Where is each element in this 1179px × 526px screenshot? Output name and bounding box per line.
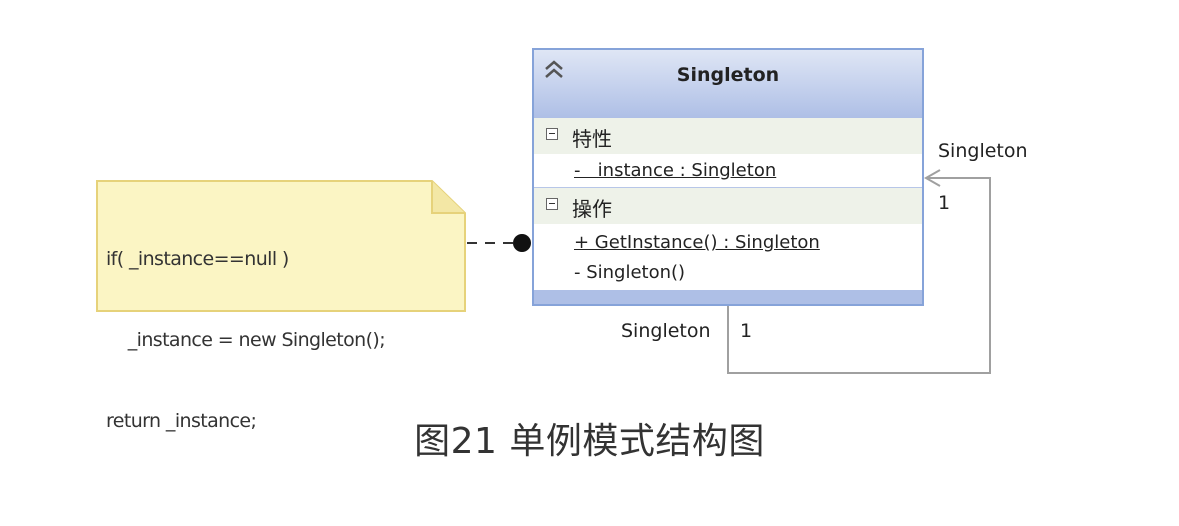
- right-multiplicity-label: 1: [938, 192, 951, 214]
- class-header: Singleton: [534, 50, 922, 119]
- attributes-section-header[interactable]: 特性: [534, 118, 922, 154]
- operation-getinstance[interactable]: + GetInstance() : Singleton: [574, 232, 820, 253]
- right-role-label: Singleton: [938, 140, 1028, 162]
- collapse-chevron-up-icon[interactable]: [542, 58, 566, 82]
- bottom-multiplicity-label: 1: [740, 320, 753, 342]
- singleton-class[interactable]: Singleton 特性 - instance : Singleton 操作 +…: [532, 48, 924, 306]
- bottom-role-label: Singleton: [621, 320, 711, 342]
- note-shape: [96, 180, 466, 312]
- operations-title: 操作: [572, 197, 612, 221]
- operations-section-header[interactable]: 操作: [534, 188, 922, 224]
- note-anchor-dot: [513, 234, 531, 252]
- figure-caption: 图21 单例模式结构图: [414, 421, 765, 462]
- code-note[interactable]: if( _instance==null ) _instance = new Si…: [96, 180, 466, 432]
- class-name: Singleton: [676, 64, 780, 86]
- section-divider: [534, 187, 922, 188]
- association-arrowhead: [923, 169, 941, 187]
- collapse-minus-icon[interactable]: [546, 128, 558, 140]
- collapse-minus-icon[interactable]: [546, 198, 558, 210]
- note-line: _instance = new Singleton();: [106, 329, 386, 351]
- note-line: if( _instance==null ): [106, 248, 289, 270]
- operation-constructor[interactable]: - Singleton(): [574, 262, 686, 283]
- note-text: if( _instance==null ) _instance = new Si…: [106, 192, 386, 489]
- attribute-instance[interactable]: - instance : Singleton: [574, 160, 777, 181]
- attributes-title: 特性: [572, 127, 612, 151]
- note-line: return _instance;: [106, 410, 257, 432]
- self-association-line: [727, 177, 991, 374]
- class-footer: [534, 290, 922, 304]
